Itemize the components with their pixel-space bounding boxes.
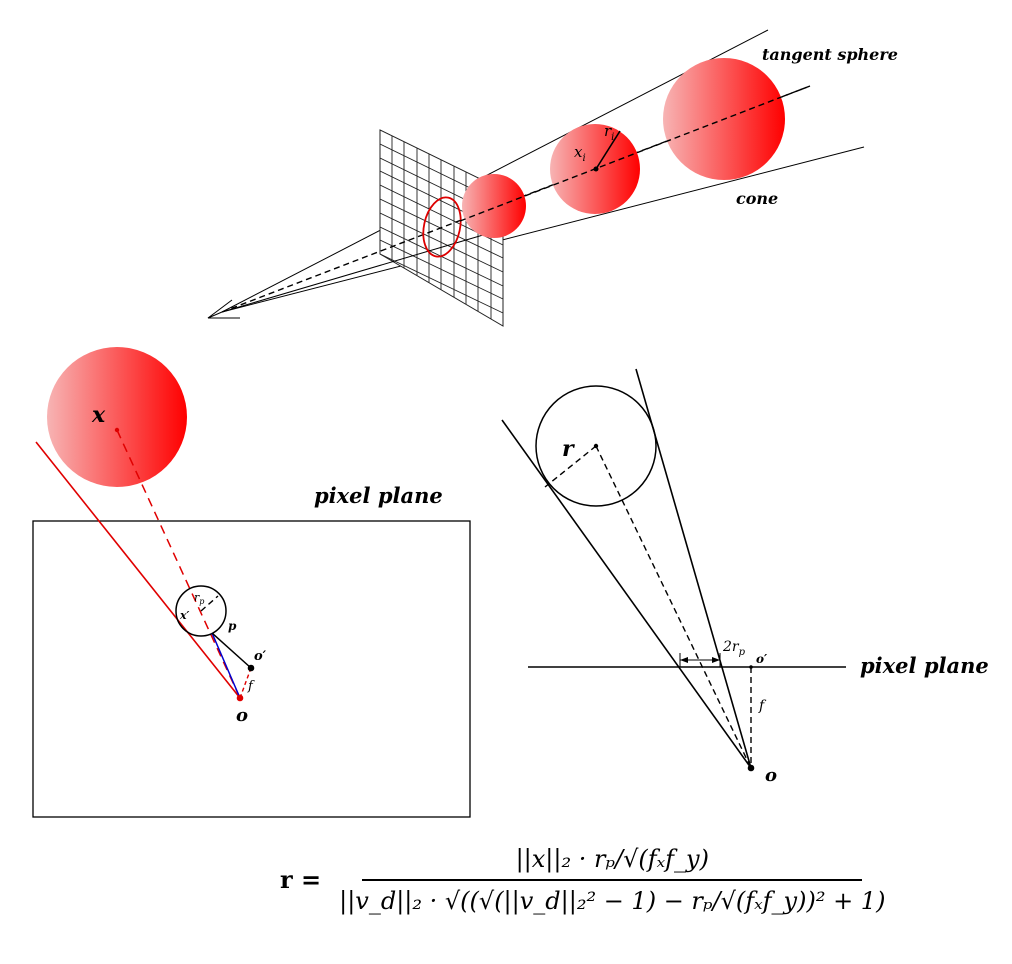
ray-black-p-oprime <box>211 632 252 669</box>
sphere-x <box>47 347 187 487</box>
tangent-ray-red <box>35 441 241 699</box>
top-panel: xi ri tangent sphere cone <box>207 29 898 327</box>
label-pixel-plane-left: pixel plane <box>314 483 443 508</box>
label-pixel-plane-right: pixel plane <box>860 653 989 678</box>
sphere-r-outline <box>535 385 657 507</box>
formula-numerator: ||x||₂ · rₚ/√(fₓf_y) <box>515 845 709 873</box>
oprime-dot-left <box>247 664 255 672</box>
label-o-right: o <box>765 765 777 786</box>
o-dot-right <box>747 764 755 772</box>
label-x: x <box>91 402 106 428</box>
formula-fraction-bar <box>362 879 863 881</box>
ray-blue <box>211 632 241 699</box>
label-rp: rp <box>194 591 204 606</box>
tangent-line-left <box>501 419 752 769</box>
sphere-small <box>462 174 526 238</box>
label-f-left: f <box>247 679 255 694</box>
cone-lower-line <box>221 146 865 313</box>
radius-dashed <box>544 445 597 488</box>
label-cone: cone <box>736 189 778 208</box>
projected-circle <box>175 585 227 637</box>
formula-denominator: ||v_d||₂ · √((√(||v_d||₂² − 1) − rₚ/√(fₓ… <box>339 886 886 915</box>
oprime-dot-right <box>749 665 753 669</box>
cone-inner-line <box>221 229 501 313</box>
label-xi: xi <box>574 143 586 164</box>
projected-ellipse <box>422 196 462 258</box>
label-f-right: f <box>758 698 767 714</box>
label-2rp: 2rp <box>722 639 746 658</box>
label-oprime-right: o′ <box>756 652 768 666</box>
view-axis-dashed-front <box>459 85 811 222</box>
label-p: p <box>228 619 237 633</box>
center-ray-dashed <box>595 445 752 769</box>
label-oprime-left: o′ <box>254 649 267 664</box>
formula-fraction: r = ||x||₂ · rₚ/√(fₓf_y) ||v_d||₂ · √((√… <box>280 845 891 915</box>
label-o-left: o <box>236 705 248 726</box>
center-ray-red-dashed <box>116 429 241 699</box>
right-panel: r pixel plane 2rp o′ f o <box>501 368 989 786</box>
label-tangent-sphere: tangent sphere <box>762 45 898 64</box>
left-panel: pixel plane x rp x′ p o′ f o <box>32 347 471 818</box>
f-dashed-left <box>239 667 252 699</box>
radius-line <box>595 130 621 170</box>
camera-eye-tip <box>207 299 233 319</box>
label-ri: ri <box>604 122 614 143</box>
label-r: r <box>562 436 575 462</box>
pixel-plane-rect <box>32 520 471 818</box>
formula-lhs: r = <box>280 865 322 895</box>
cone-upper-line <box>221 29 769 313</box>
tangent-line-right <box>635 368 752 769</box>
o-dot-left <box>236 694 244 702</box>
rp-radius-dashed <box>200 595 219 612</box>
formula: r = ||x||₂ · rₚ/√(fₓf_y) ||v_d||₂ · √((√… <box>0 845 1012 955</box>
label-xprime: x′ <box>179 609 190 622</box>
